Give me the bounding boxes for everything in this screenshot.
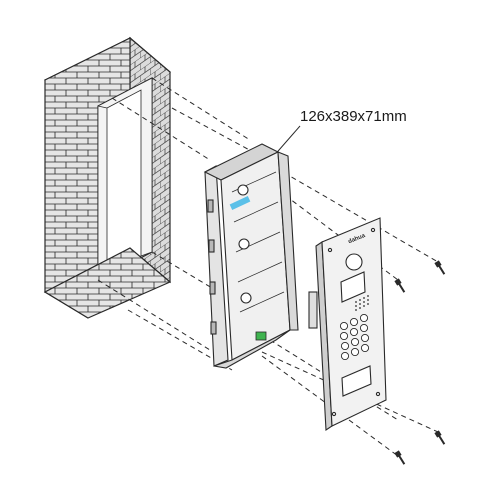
dimension-callout: 126x389x71mm (271, 108, 407, 159)
dimension-label: 126x389x71mm (300, 108, 407, 125)
speaker-grille-icon (355, 295, 369, 311)
door-station-panel-icon: dahua (308, 217, 387, 431)
keypad-icon (339, 313, 370, 361)
display-window-icon (340, 271, 366, 303)
camera-lens-icon (345, 253, 363, 271)
name-card-window-icon (341, 365, 372, 397)
mounting-screw-icon (394, 260, 446, 465)
wall-niche-brick-icon (43, 36, 172, 319)
flush-mount-back-box-icon (203, 143, 299, 369)
